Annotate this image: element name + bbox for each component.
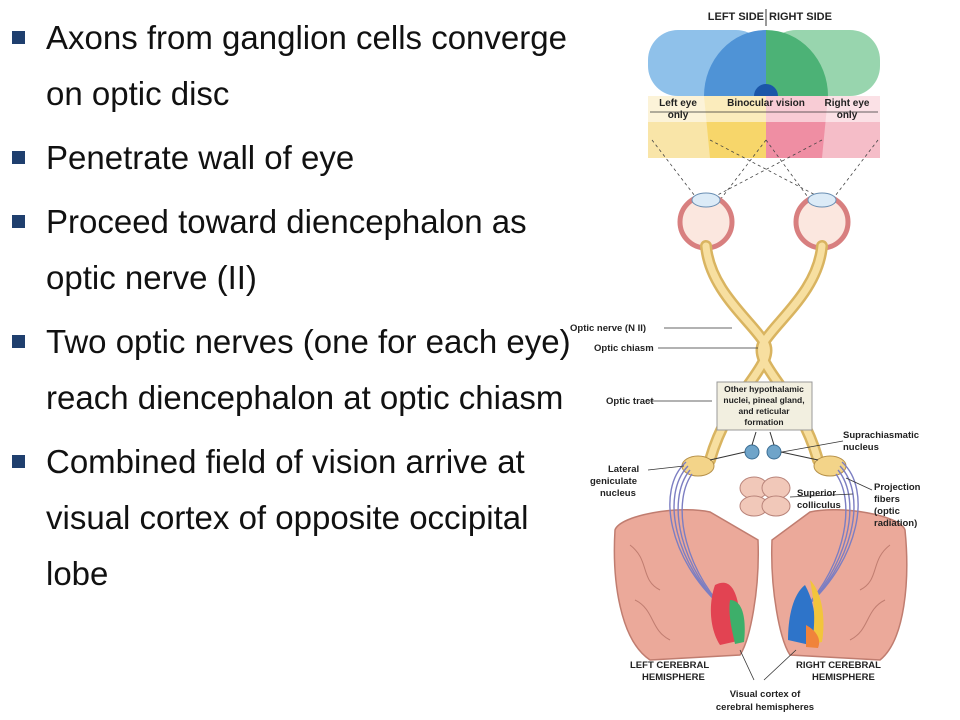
bullet-text: Combined field of vision arrive at visua… bbox=[46, 443, 529, 592]
binocular-left-upper bbox=[704, 30, 766, 96]
left-eye-only-label-2: only bbox=[668, 110, 689, 121]
bullet-text: Penetrate wall of eye bbox=[46, 139, 355, 176]
square-bullet-icon bbox=[12, 151, 25, 164]
lgn-to-scn-right bbox=[780, 451, 819, 461]
bullet-item: Proceed toward diencephalon as optic ner… bbox=[12, 194, 572, 306]
lateral-geniculate-right bbox=[813, 455, 847, 477]
lateral-geniculate-label-2: geniculate bbox=[590, 476, 637, 487]
right-eye-only-label: Right eye bbox=[824, 98, 869, 109]
visual-cortex-label-1: Visual cortex of bbox=[730, 689, 801, 700]
projection-fibers-label-1: Projection bbox=[874, 482, 921, 493]
hypothalamic-label-4: formation bbox=[744, 417, 783, 427]
scn-arrow-left bbox=[751, 431, 757, 446]
suprachiasmatic-nucleus-right bbox=[766, 444, 782, 460]
square-bullet-icon bbox=[12, 335, 25, 348]
suprachiasmatic-label-2: nucleus bbox=[843, 442, 879, 453]
visual-field: Left eye only Binocular vision Right eye… bbox=[648, 30, 880, 158]
projection-fibers-label-3: (optic bbox=[874, 506, 900, 517]
superior-colliculus-label-2: colliculus bbox=[797, 500, 841, 511]
projection-fibers-label-2: fibers bbox=[874, 494, 900, 505]
right-side-label: RIGHT SIDE bbox=[769, 11, 832, 23]
lateral-geniculate-left bbox=[681, 455, 715, 477]
right-hemisphere-label-2: HEMISPHERE bbox=[812, 672, 875, 683]
hypothalamic-label-1: Other hypothalamic bbox=[724, 384, 804, 394]
lateral-geniculate-label-3: nucleus bbox=[600, 488, 636, 499]
field-label-band bbox=[648, 96, 880, 122]
superior-colliculus-label-1: Superior bbox=[797, 488, 836, 499]
right-eye-only-label-2: only bbox=[837, 110, 858, 121]
hypothalamic-label-2: nuclei, pineal gland, bbox=[723, 395, 804, 405]
bullet-text: Proceed toward diencephalon as optic ner… bbox=[46, 203, 527, 296]
bullet-text: Axons from ganglion cells converge on op… bbox=[46, 19, 567, 112]
projection-fibers-label-4: radiation) bbox=[874, 518, 917, 529]
left-hemisphere-label-1: LEFT CEREBRAL bbox=[630, 660, 709, 671]
left-hemisphere-label-2: HEMISPHERE bbox=[642, 672, 705, 683]
lgn-to-scn-left bbox=[709, 451, 746, 461]
bullet-list: Axons from ganglion cells converge on op… bbox=[12, 10, 572, 610]
binocular-right-upper bbox=[766, 30, 828, 96]
visual-cortex-label-2: cerebral hemispheres bbox=[716, 702, 814, 713]
binocular-vision-label: Binocular vision bbox=[727, 98, 805, 109]
square-bullet-icon bbox=[12, 455, 25, 468]
right-hemisphere-label-1: RIGHT CEREBRAL bbox=[796, 660, 881, 671]
hypothalamic-box bbox=[716, 381, 813, 431]
visual-pathway-diagram: LEFT SIDE RIGHT SIDE Left eye only Binoc… bbox=[570, 9, 921, 713]
bullet-item: Combined field of vision arrive at visua… bbox=[12, 434, 572, 602]
square-bullet-icon bbox=[12, 31, 25, 44]
bullet-item: Penetrate wall of eye bbox=[12, 130, 572, 186]
left-eye bbox=[677, 192, 735, 251]
optic-chiasm-label: Optic chiasm bbox=[594, 343, 654, 354]
right-eye bbox=[793, 192, 851, 251]
suprachiasmatic-nucleus-left bbox=[744, 444, 760, 460]
scn-arrow-right bbox=[769, 431, 775, 446]
right-visual-cortex bbox=[788, 580, 824, 648]
bullet-item: Axons from ganglion cells converge on op… bbox=[12, 10, 572, 122]
superior-colliculus bbox=[739, 476, 791, 517]
hypothalamic-label-3: and reticular bbox=[738, 406, 790, 416]
brain-gyri bbox=[629, 544, 891, 641]
bullet-text: Two optic nerves (one for each eye) reac… bbox=[46, 323, 571, 416]
square-bullet-icon bbox=[12, 215, 25, 228]
left-eye-only-label: Left eye bbox=[659, 98, 697, 109]
optic-tract-label: Optic tract bbox=[606, 396, 654, 407]
projection-dash-lines bbox=[651, 139, 879, 201]
suprachiasmatic-label-1: Suprachiasmatic bbox=[843, 430, 919, 441]
left-visual-cortex bbox=[710, 582, 745, 645]
leader-lines bbox=[646, 327, 873, 681]
bullet-item: Two optic nerves (one for each eye) reac… bbox=[12, 314, 572, 426]
lateral-geniculate-label-1: Lateral bbox=[608, 464, 639, 475]
optic-nerve-label: Optic nerve (N II) bbox=[570, 323, 646, 334]
left-side-label: LEFT SIDE bbox=[708, 11, 764, 23]
